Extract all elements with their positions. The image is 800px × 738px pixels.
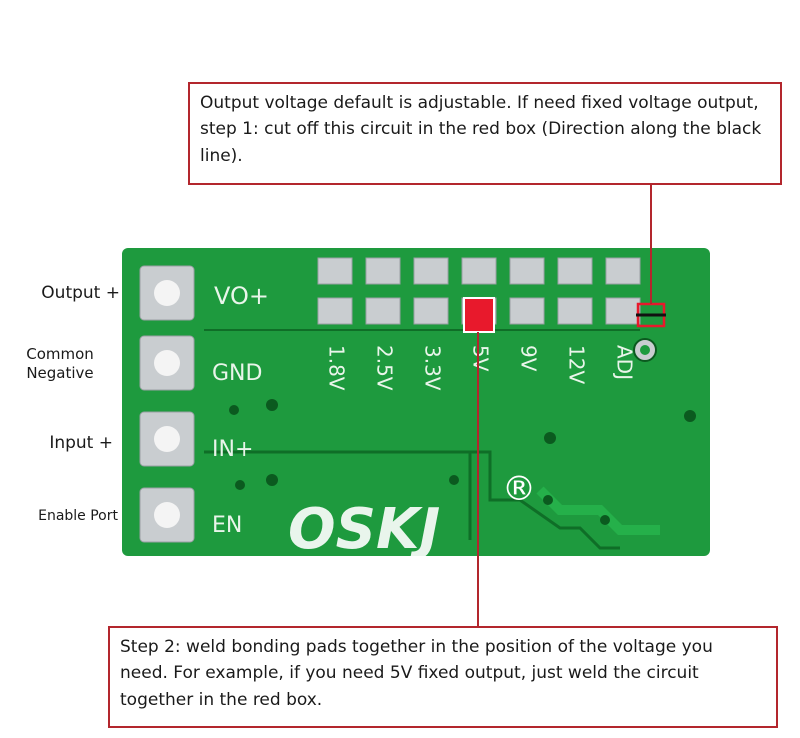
label-output: Output + (41, 283, 120, 303)
voltage-pad-upper (509, 257, 545, 285)
pcb-trace (536, 486, 660, 535)
callout-step1: Output voltage default is adjustable. If… (188, 82, 782, 185)
voltage-label: 12V (565, 345, 589, 384)
voltage-label: 2.5V (373, 345, 397, 391)
voltage-pad-lower (509, 297, 545, 325)
voltage-label: 1.8V (325, 345, 349, 391)
voltage-pad-lower (605, 297, 641, 325)
label-common-negative: Common Negative (10, 345, 110, 383)
edge-pads (139, 265, 195, 543)
registered-mark: ® (502, 469, 536, 509)
voltage-label: 9V (517, 345, 541, 372)
label-common-line2: Negative (26, 363, 94, 382)
label-input: Input + (49, 433, 113, 453)
voltage-label: 5V (469, 345, 493, 372)
voltage-pad-upper (413, 257, 449, 285)
voltage-pad-upper (605, 257, 641, 285)
silk-en: EN (212, 513, 242, 538)
label-enable-port: Enable Port (38, 508, 118, 524)
voltage-label: ADJ (613, 345, 637, 380)
voltage-pad-lower (317, 297, 353, 325)
label-common-line1: Common (26, 345, 94, 363)
voltage-pad-upper (461, 257, 497, 285)
voltage-pad-upper (365, 257, 401, 285)
voltage-pad-upper (557, 257, 593, 285)
weld-highlight-5v (463, 297, 495, 333)
voltage-pads: 1.8V 2.5V 3.3V 5V 9V 12V ADJ (317, 257, 641, 391)
voltage-pad-upper (317, 257, 353, 285)
silk-gnd: GND (212, 361, 262, 386)
pcb-trace (204, 450, 620, 550)
callout-step2: Step 2: weld bonding pads together in th… (108, 626, 778, 728)
voltage-pad-lower (413, 297, 449, 325)
silk-vo: VO+ (214, 282, 269, 310)
voltage-label: 3.3V (421, 345, 445, 391)
vias (229, 399, 696, 525)
voltage-pad-lower (557, 297, 593, 325)
silk-in: IN+ (212, 437, 253, 462)
voltage-pad-lower (365, 297, 401, 325)
logo-oskj: OSKJ (288, 497, 440, 562)
